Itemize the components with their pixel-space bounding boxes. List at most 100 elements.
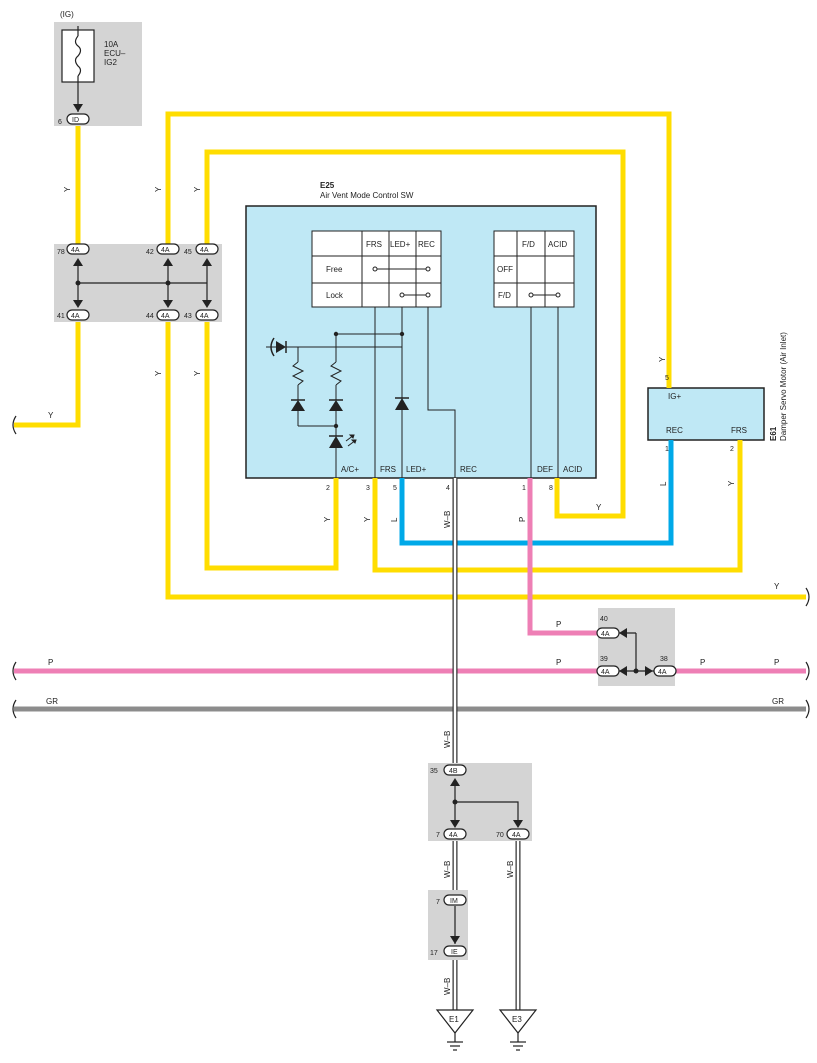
junction-ground-2-internals (450, 906, 460, 944)
jl-bottom-43: 43 4A (184, 300, 219, 321)
svg-text:FRS: FRS (366, 240, 382, 249)
break-marks (12, 415, 810, 719)
svg-text:P: P (48, 658, 53, 667)
svg-text:4A: 4A (512, 832, 521, 839)
wire-labels-e25: Y Y L W–B P Y (323, 503, 602, 528)
svg-text:FRS: FRS (731, 426, 747, 435)
e61-labels: 5 IG+ REC FRS 1 2 E61 Damper Servo Motor… (658, 332, 788, 591)
jl-top-78: 78 4A (57, 243, 90, 266)
fuse-pin: 6 (58, 119, 62, 126)
svg-text:Free: Free (326, 265, 343, 274)
y-labels-left: Y Y Y Y Y Y (48, 186, 202, 420)
jg2-ie: 17 IE (430, 945, 467, 957)
svg-text:4B: 4B (449, 768, 458, 775)
svg-text:4A: 4A (200, 313, 209, 320)
svg-text:8: 8 (549, 485, 553, 492)
jg1-70: 70 4A (496, 828, 530, 840)
svg-text:Y: Y (193, 186, 202, 192)
svg-text:45: 45 (184, 249, 192, 256)
fuse-name-1: ECU– (104, 49, 126, 58)
svg-text:P: P (774, 658, 779, 667)
svg-text:2: 2 (730, 446, 734, 453)
diode-icon (329, 400, 343, 411)
svg-text:FRS: FRS (380, 465, 396, 474)
svg-text:LED+: LED+ (406, 465, 427, 474)
pink-labels: P P P P P GR GR W–B (46, 620, 784, 748)
e25-terminals: A/C+ FRS LED+ REC DEF ACID 2 3 5 4 1 8 (326, 465, 582, 492)
e61-box (647, 387, 765, 441)
svg-text:2: 2 (326, 485, 330, 492)
svg-text:P: P (700, 658, 705, 667)
jr-38: 38 4A (653, 656, 677, 677)
jr-40: 40 4A (596, 616, 620, 639)
svg-text:Damper Servo Motor (Air Inlet): Damper Servo Motor (Air Inlet) (779, 332, 788, 441)
svg-text:Y: Y (63, 186, 72, 192)
svg-text:5: 5 (665, 375, 669, 382)
svg-text:4: 4 (446, 485, 450, 492)
svg-text:1: 1 (522, 485, 526, 492)
svg-text:P: P (556, 620, 561, 629)
wb-wires (452, 478, 521, 1010)
svg-text:4A: 4A (161, 247, 170, 254)
svg-text:4A: 4A (658, 669, 667, 676)
svg-text:70: 70 (496, 832, 504, 839)
svg-text:4A: 4A (200, 247, 209, 254)
svg-text:P: P (556, 658, 561, 667)
led-rays (345, 434, 357, 447)
svg-text:LED+: LED+ (390, 240, 411, 249)
led-icon (329, 436, 343, 448)
svg-text:4A: 4A (71, 313, 80, 320)
svg-text:P: P (518, 517, 527, 522)
junction-right-internals (618, 628, 654, 676)
arrow-down-icon (73, 104, 83, 112)
fuse-name-2: IG2 (104, 58, 117, 67)
svg-text:4A: 4A (449, 832, 458, 839)
svg-text:44: 44 (146, 313, 154, 320)
svg-text:Y: Y (727, 480, 736, 486)
junction-ground-1-internals (450, 778, 523, 828)
svg-text:W–B: W–B (506, 861, 515, 878)
blue-wire (399, 440, 674, 546)
svg-text:39: 39 (600, 656, 608, 663)
svg-text:L: L (390, 517, 399, 522)
svg-text:4A: 4A (161, 313, 170, 320)
jg1-35: 35 4B (430, 764, 467, 776)
e25-table-2: F/D ACID OFF F/D (493, 230, 575, 308)
svg-text:W–B: W–B (443, 978, 452, 995)
svg-text:42: 42 (146, 249, 154, 256)
svg-text:Y: Y (658, 356, 667, 362)
svg-text:ACID: ACID (548, 240, 567, 249)
junction-left-internals (75, 260, 208, 306)
svg-text:Y: Y (48, 411, 54, 420)
e25-code: E25 (320, 181, 335, 190)
fuse-icon (74, 35, 82, 77)
svg-text:4A: 4A (601, 669, 610, 676)
svg-text:DEF: DEF (537, 465, 553, 474)
ground-e1: E1 (435, 1009, 475, 1051)
svg-text:Y: Y (154, 370, 163, 376)
jg2-im: 7 IM (436, 894, 467, 906)
svg-text:W–B: W–B (443, 731, 452, 748)
svg-text:7: 7 (436, 832, 440, 839)
svg-text:REC: REC (460, 465, 477, 474)
svg-text:W–B: W–B (443, 861, 452, 878)
svg-text:ID: ID (72, 117, 79, 124)
e25-name: Air Vent Mode Control SW (320, 191, 414, 200)
svg-text:GR: GR (772, 697, 784, 706)
diode-icon (276, 341, 286, 353)
svg-text:Y: Y (323, 516, 332, 522)
svg-text:41: 41 (57, 313, 65, 320)
svg-text:REC: REC (418, 240, 435, 249)
svg-text:5: 5 (393, 485, 397, 492)
wb-labels-lower: W–B W–B W–B (443, 861, 515, 995)
svg-text:43: 43 (184, 313, 192, 320)
connector-id (66, 113, 90, 125)
svg-text:Y: Y (774, 582, 780, 591)
svg-text:W–B: W–B (443, 511, 452, 528)
svg-text:38: 38 (660, 656, 668, 663)
svg-text:ACID: ACID (563, 465, 582, 474)
yellow-wires (14, 111, 806, 600)
svg-text:Lock: Lock (326, 291, 344, 300)
svg-text:3: 3 (366, 485, 370, 492)
